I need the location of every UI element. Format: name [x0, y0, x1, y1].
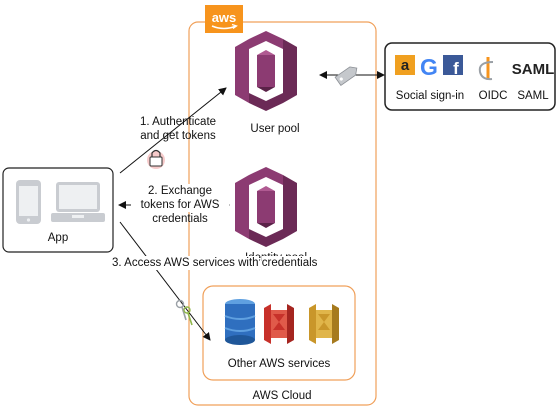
laptop-icon	[51, 182, 105, 222]
app-label: App	[47, 232, 69, 244]
google-icon: G	[420, 54, 438, 80]
aws-logo: aws	[205, 5, 243, 33]
arrow-access-services	[119, 221, 211, 341]
lock-icon	[147, 149, 165, 169]
svg-text:aws: aws	[212, 10, 237, 25]
aws-cloud-container	[188, 21, 377, 406]
svg-text:f: f	[453, 59, 459, 78]
amazon-icon: a	[395, 55, 415, 75]
step-2-line-3: credentials	[152, 213, 208, 225]
aws-cloud-label: AWS Cloud	[252, 390, 312, 402]
step-2-text: 2. Exchange tokens for AWS credentials	[131, 184, 229, 226]
oidc-icon	[478, 57, 494, 81]
step-1-line-2: and get tokens	[140, 130, 216, 142]
other-services-label: Other AWS services	[227, 358, 331, 370]
social-sign-in-label: Social sign-in	[395, 90, 465, 102]
token-icon	[334, 66, 358, 86]
oidc-label: OIDC	[478, 90, 508, 102]
dynamodb-icon	[224, 299, 256, 345]
service-red-icon	[264, 304, 294, 344]
saml-label: SAML	[517, 90, 549, 102]
service-gold-icon	[309, 304, 339, 344]
identity-pool-icon	[235, 167, 297, 247]
step-1-text: 1. Authenticate and get tokens	[130, 115, 226, 143]
user-pool-icon	[235, 31, 297, 111]
step-2-line-1: 2. Exchange	[148, 184, 212, 198]
providers-box	[384, 42, 556, 111]
svg-text:a: a	[401, 57, 410, 74]
phone-icon	[16, 180, 41, 224]
saml-icon: SAML	[512, 61, 555, 78]
user-pool-label: User pool	[250, 123, 300, 135]
keys-icon	[175, 299, 193, 326]
step-1-line-1: 1. Authenticate	[139, 116, 217, 128]
step-3-line-3: credentials	[261, 256, 318, 270]
arrow-authenticate	[119, 87, 227, 174]
step-3-text: 3. Access AWS services with credentials	[112, 256, 318, 270]
step-2-line-2: tokens for AWS	[131, 198, 229, 212]
step-3-line-2: services with	[192, 256, 259, 270]
facebook-icon: f	[443, 55, 463, 78]
step-3-line-1: 3. Access AWS	[112, 256, 190, 270]
